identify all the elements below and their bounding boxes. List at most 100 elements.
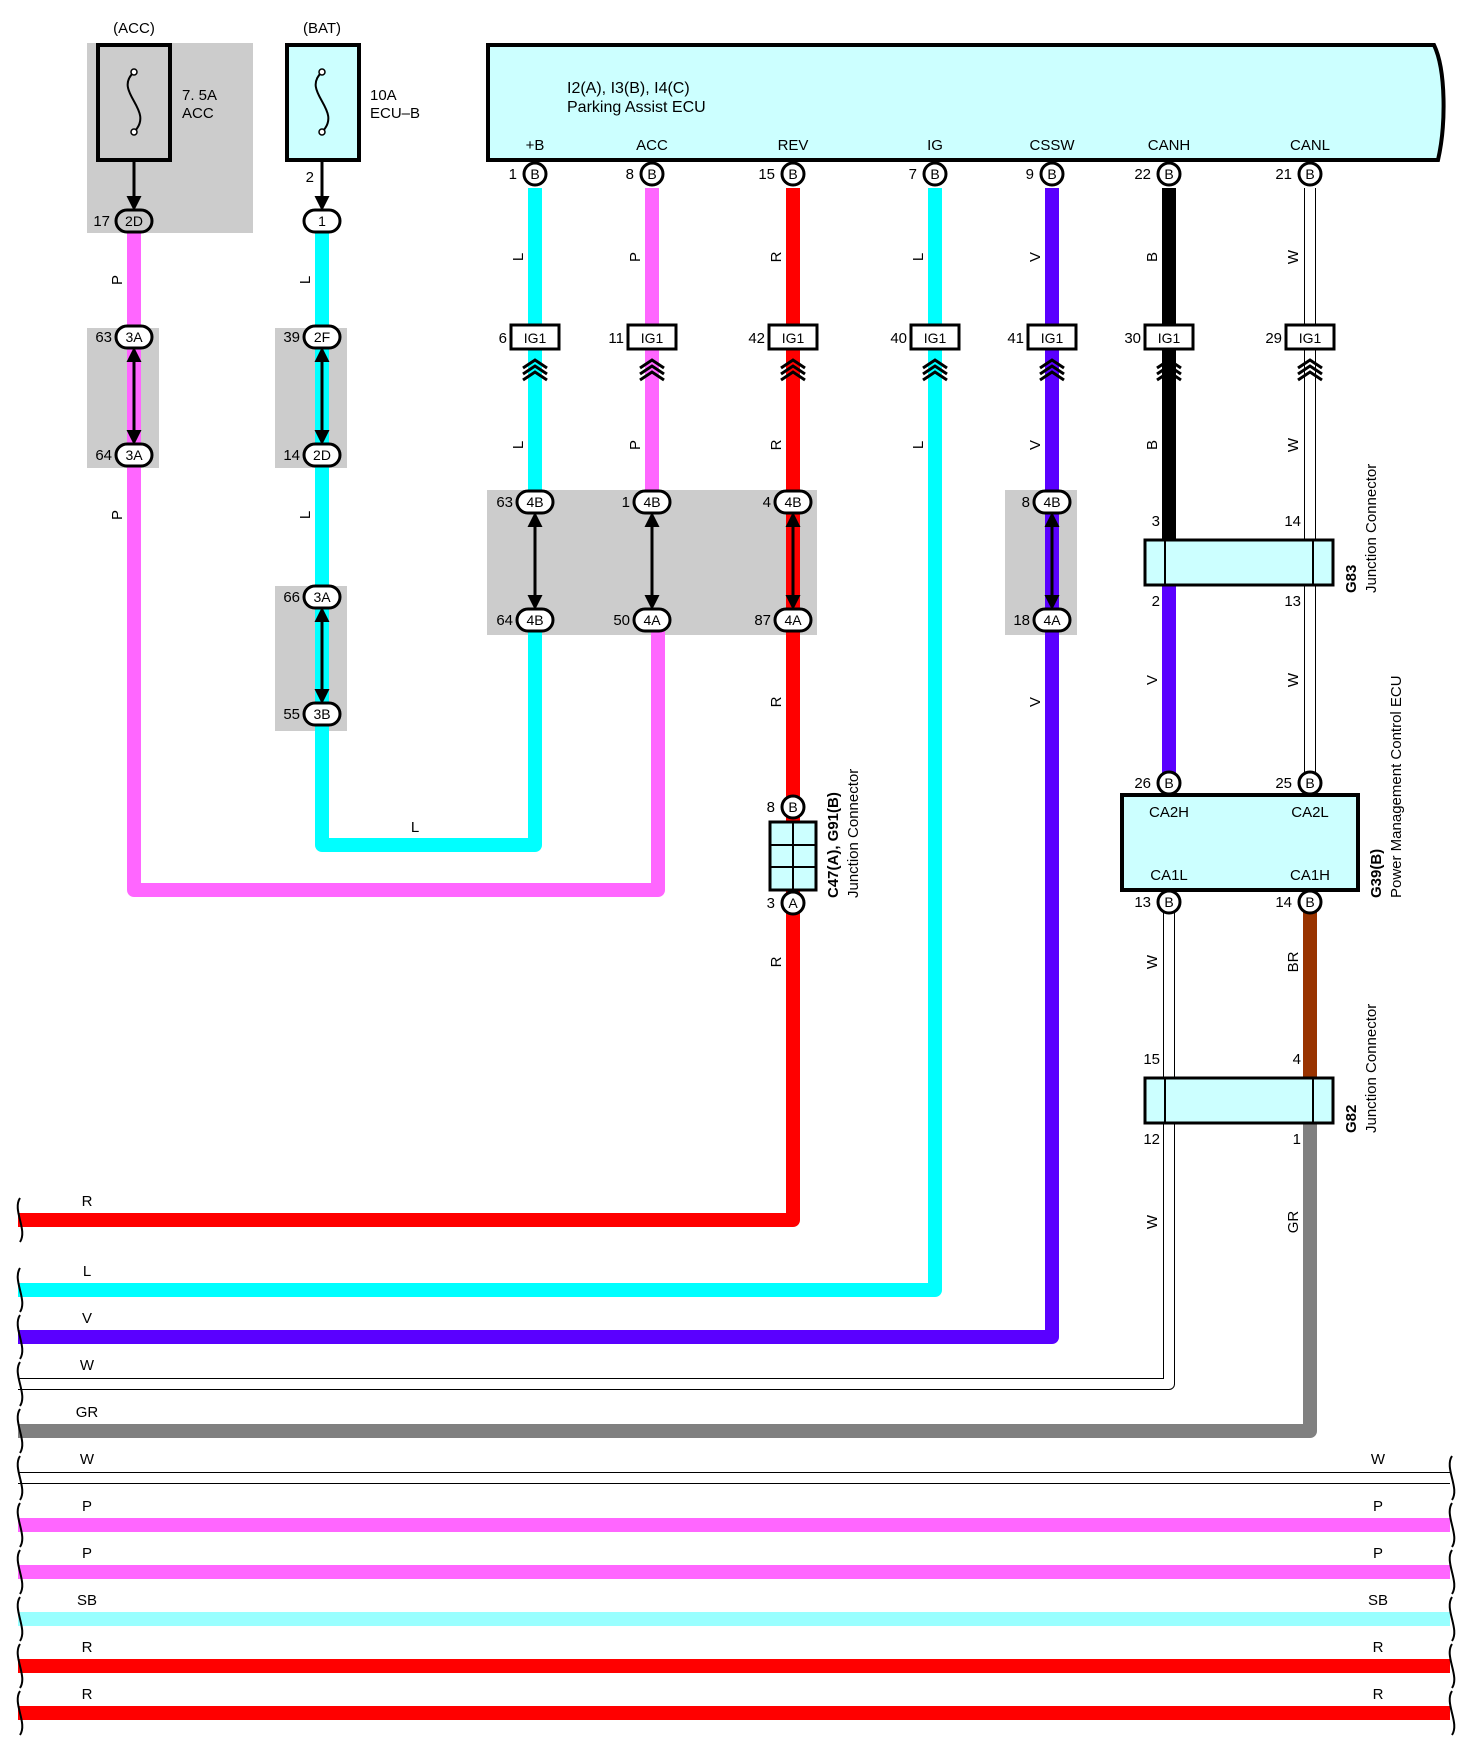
ecu-pin-label: CSSW: [1030, 137, 1076, 154]
ig1-chevron: [639, 364, 665, 376]
ig1-chevron: [1039, 358, 1065, 370]
splice-csw-top-conn: 4B: [1043, 494, 1060, 510]
ig1-connector-box: [1284, 323, 1336, 351]
bus-label-left: V: [82, 1310, 92, 1327]
ecu-pin-number: 22: [1134, 166, 1151, 183]
g82-pin-15: 15: [1143, 1051, 1160, 1068]
bus-label-right: R: [1373, 1639, 1384, 1656]
break-mark-left: [16, 1361, 24, 1407]
ig1-pin-number: 6: [499, 330, 507, 347]
g83-pin-3: 3: [1152, 513, 1160, 530]
ig1-chevron: [1156, 358, 1182, 370]
ig1-chevron: [780, 364, 806, 376]
break-mark-left: [16, 1267, 24, 1313]
ecu-pin-label: CANL: [1290, 137, 1330, 154]
bus-label-right: SB: [1368, 1592, 1388, 1609]
wire-label-acc2_after: P: [627, 252, 644, 262]
ecu-pin-number: 1: [509, 166, 517, 183]
ecu-pin-number: 15: [758, 166, 775, 183]
ig1-chevron: [522, 370, 548, 382]
ig1-chevron: [922, 358, 948, 370]
ecu-pin-circle: [1297, 161, 1323, 187]
fuse-acc-symbol: [126, 71, 142, 133]
wire-g82-w: [18, 1122, 1175, 1390]
fuse-bat: (BAT) 10A ECU–B 2 1: [285, 20, 420, 234]
fuse-bat-term-top: [318, 68, 326, 76]
wire-label-g82_left: W: [1144, 1214, 1161, 1229]
fuse-acc-source: (ACC): [113, 20, 155, 37]
wire-label-rev_after: R: [768, 439, 785, 450]
ecu-pin-conn: B: [530, 166, 539, 182]
ecu-pin-conn: B: [1305, 166, 1314, 182]
g39-label-ca2l: CA2L: [1291, 804, 1329, 821]
wire-label-acc_lower: P: [109, 510, 126, 520]
splice-bat-bot-conn: 2D: [313, 447, 331, 463]
ecu-pin-circle: [1039, 161, 1065, 187]
break-mark-right: [1448, 1690, 1456, 1736]
splice-mid-bot-conn: 4A: [784, 612, 802, 628]
break-mark-right: [1448, 1455, 1456, 1501]
wire-ig: [18, 188, 942, 1297]
bus-label-right: P: [1373, 1545, 1383, 1562]
g83-body: [1143, 538, 1335, 587]
ig1-pin-number: 11: [608, 330, 624, 347]
wire-g82-w-fill: [18, 1122, 1174, 1389]
splice-mid-top-conn: 4B: [784, 494, 801, 510]
wire-label-g82_right: GR: [1285, 1211, 1302, 1234]
ecu-pin-conn: B: [788, 166, 797, 182]
ig1-chevron: [922, 370, 948, 382]
bus-label-left: SB: [77, 1592, 97, 1609]
g39-bot-pin-13: 13: [1134, 894, 1151, 911]
fuse-acc-term-top: [130, 68, 138, 76]
splice-mid-bot-pin: 64: [496, 612, 513, 629]
wire-label-csw_after: V: [1027, 252, 1044, 262]
break-mark-left: [16, 1502, 24, 1548]
c47-bot-pin: 3: [767, 895, 775, 912]
ig1-pin-number: 40: [890, 330, 907, 347]
ig1-pin-number: 29: [1265, 330, 1282, 347]
ecu-pin-label: CANH: [1148, 137, 1191, 154]
fuse-acc-name: ACC: [182, 105, 214, 122]
splice-mid-top-pin: 1: [622, 494, 630, 511]
break-mark-left: [16, 1690, 24, 1736]
break-mark-left: [16, 1197, 24, 1243]
bus-label-left: W: [80, 1357, 95, 1374]
ig1-connector-box: [909, 323, 961, 351]
g39-top-conn-26: B: [1164, 775, 1173, 791]
g39-bot-pin-14-circle: [1297, 889, 1323, 915]
wires-upper: [18, 188, 1317, 1438]
ecu-pin-number: 8: [626, 166, 634, 183]
bus-label-left: R: [82, 1193, 93, 1210]
bus-label-right: R: [1373, 1686, 1384, 1703]
g83-pin-13: 13: [1284, 593, 1301, 610]
fuse-bat-out-conn-pill: [302, 208, 342, 234]
ig1-pin-number: 41: [1007, 330, 1024, 347]
splice-mid-bot-pin: 50: [613, 612, 630, 629]
g82-desc: Junction Connector: [1363, 1004, 1380, 1133]
ecu-pin-conn: B: [1047, 166, 1056, 182]
ecu-pin-number: 7: [909, 166, 917, 183]
c47-desc: Junction Connector: [845, 769, 862, 898]
wire-g82-gr: [18, 1122, 1317, 1438]
ecu-pin-circle: [922, 161, 948, 187]
fuse-bat-rating: 10A: [370, 87, 397, 104]
ig1-connector-box: [509, 323, 561, 351]
break-mark-left: [16, 1596, 24, 1642]
splice-acc-bot-conn: 3A: [125, 447, 143, 463]
wire-label-rev_below: R: [768, 956, 785, 967]
wire-label-rev_after: R: [768, 251, 785, 262]
ig1-chevron: [639, 358, 665, 370]
splice-bat2-bot-pin: 55: [283, 706, 300, 723]
wire-bat-l: [315, 228, 542, 852]
splice-bat2-top-conn: 3A: [313, 589, 331, 605]
ig1-connector-box: [1143, 323, 1195, 351]
g39-top-pin-26-circle: [1156, 770, 1182, 796]
ecu-pin-label: +B: [526, 137, 545, 154]
ecu-pin-conn: B: [930, 166, 939, 182]
bus-label-left: R: [82, 1686, 93, 1703]
ig1-connector-code: IG1: [1158, 330, 1181, 346]
fuse-bat-out-conn: 1: [318, 213, 326, 229]
splice-mid-top-pin: 63: [496, 494, 513, 511]
ig1-connector-code: IG1: [924, 330, 947, 346]
